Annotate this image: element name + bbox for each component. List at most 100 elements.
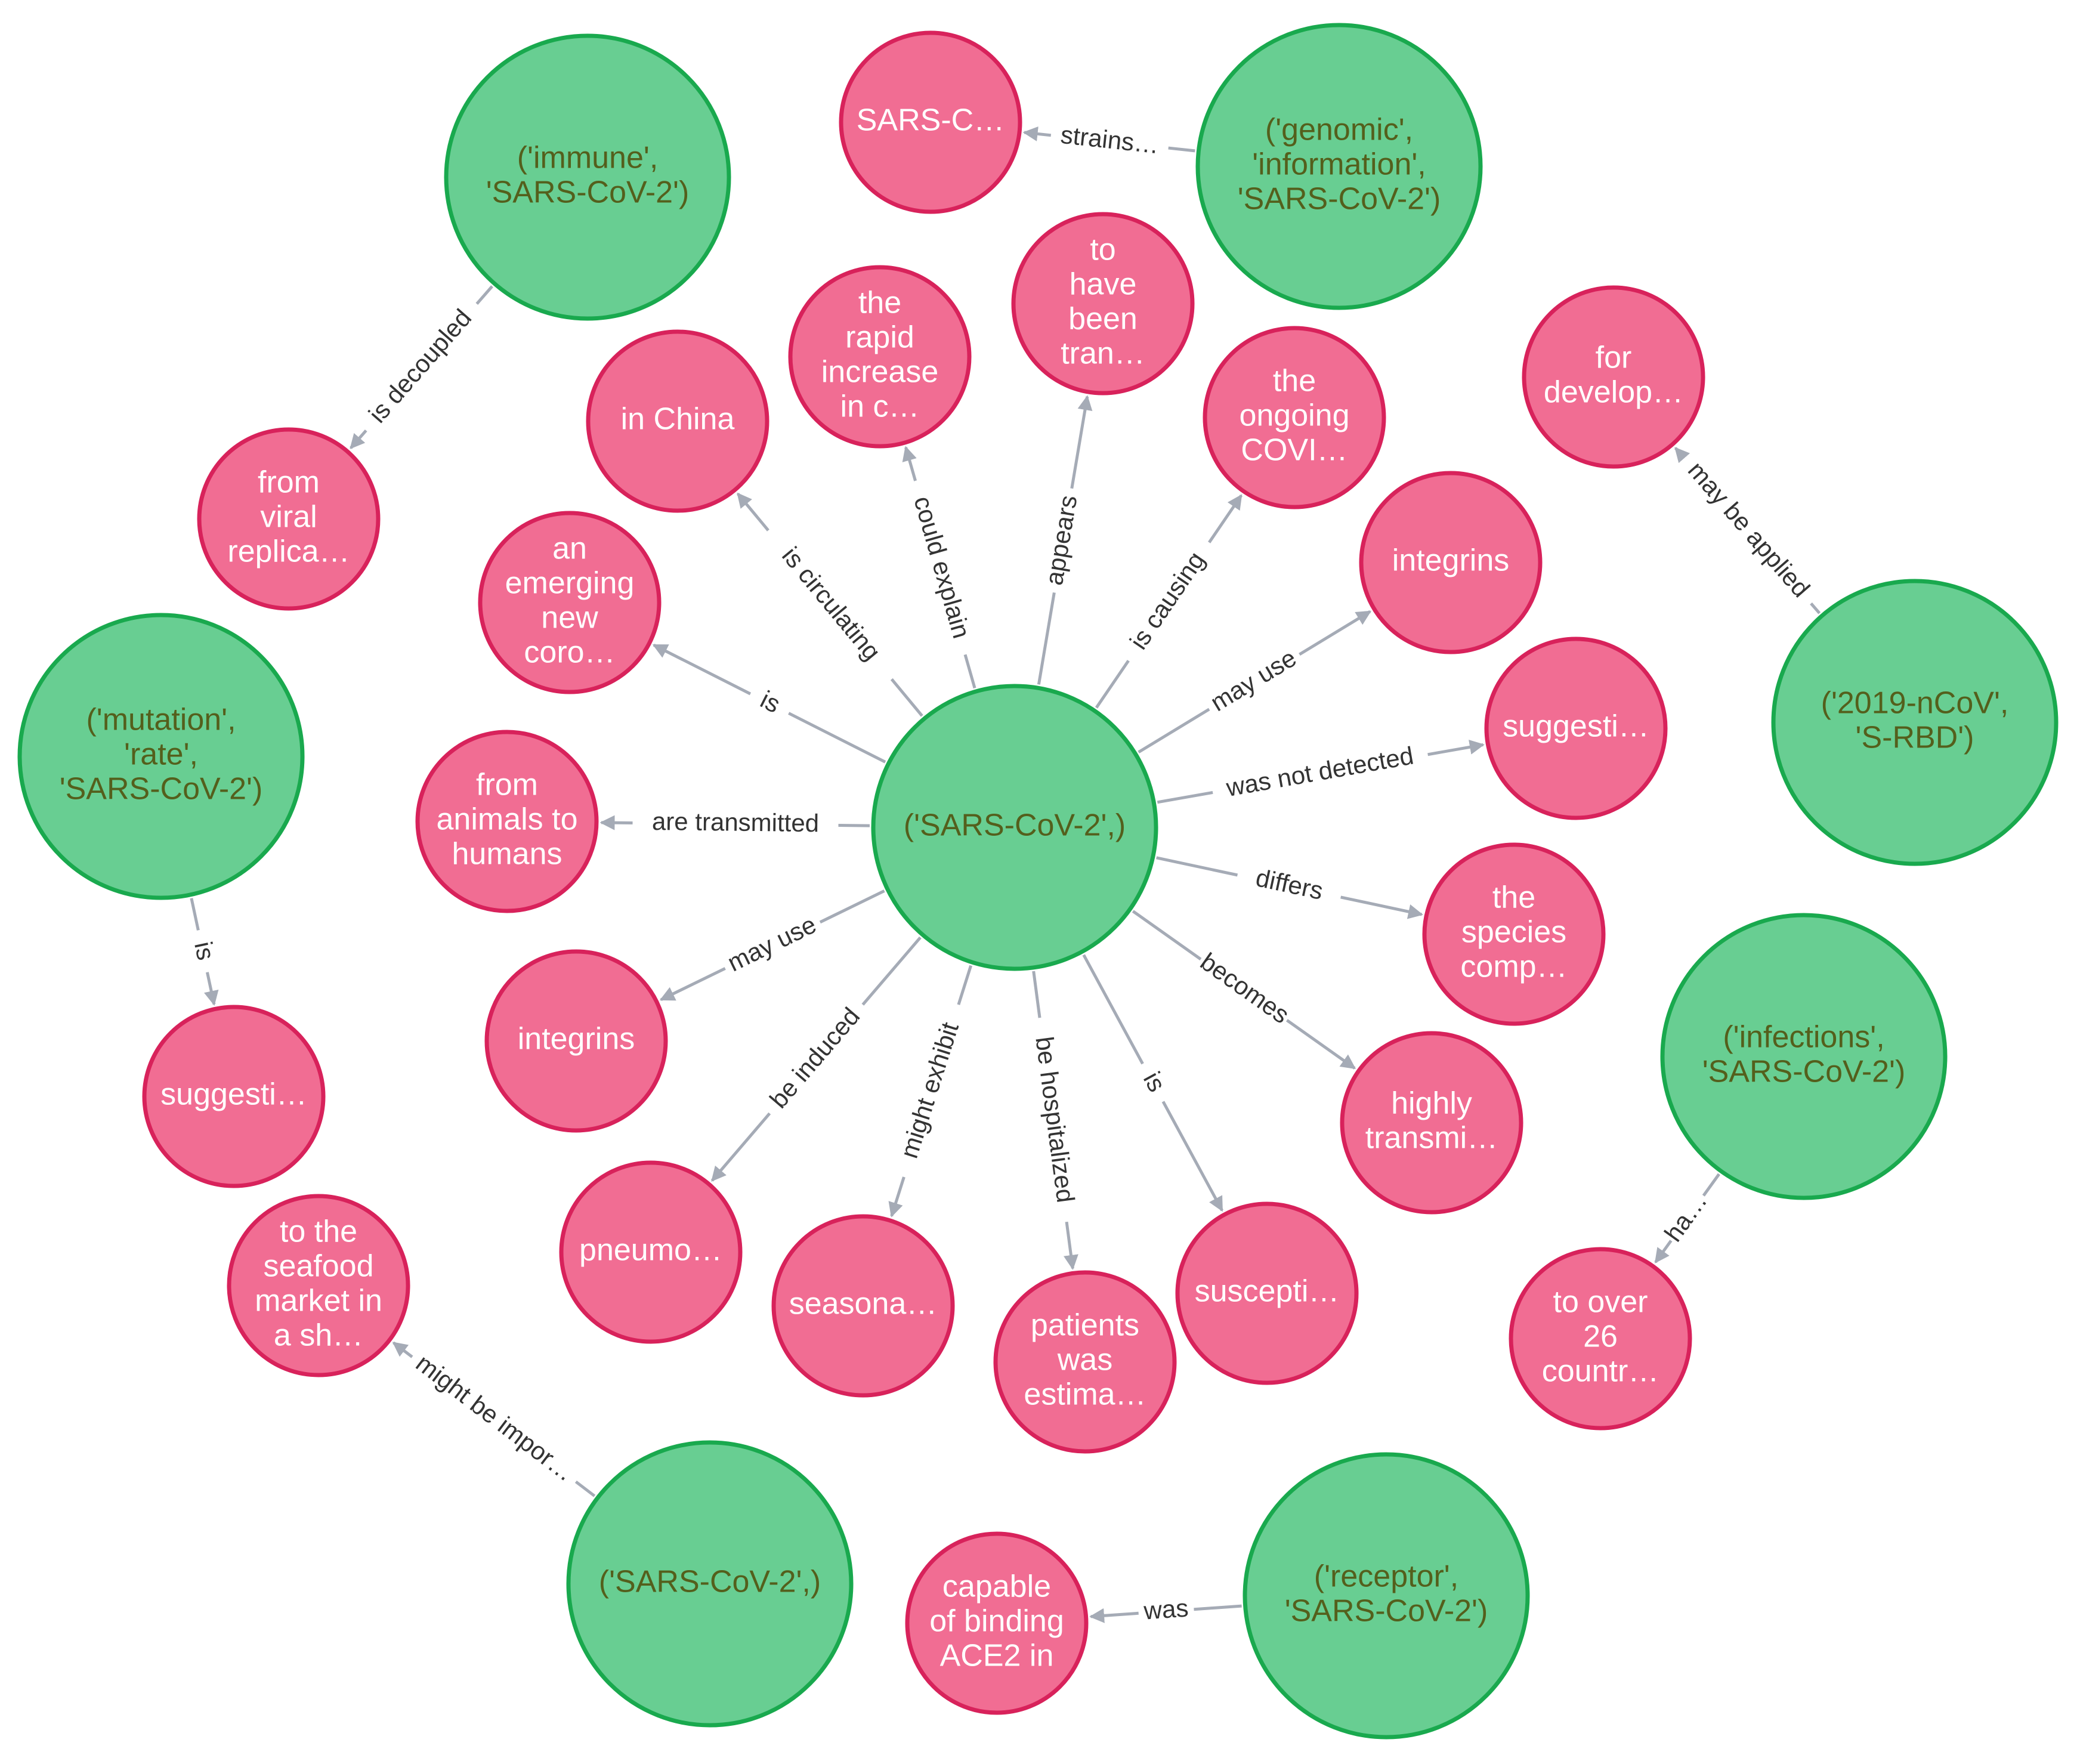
phrase-node-viral[interactable]: fromviralreplica… [197,427,381,611]
node-circle[interactable] [788,265,972,449]
edge-center-to-highly: becomes [1132,910,1356,1070]
phrase-node-seasona[interactable]: seasona… [771,1214,955,1398]
edge-arrow [1070,395,1093,489]
node-label-line: the [1492,881,1535,915]
edge-arrow [1674,447,1690,464]
topic-node-infections[interactable]: ('infections','SARS-CoV-2') [1660,913,1948,1200]
node-circle[interactable] [17,613,305,900]
node-label-line: ongoing [1239,398,1349,433]
node-circle[interactable] [197,427,381,611]
node-circle[interactable] [1509,1247,1692,1431]
node-circle[interactable] [905,1531,1089,1715]
node-circle[interactable] [993,1270,1177,1454]
topic-node-receptor[interactable]: ('receptor','SARS-CoV-2') [1243,1452,1530,1740]
phrase-node-suggest-r[interactable]: suggesti… [1484,637,1668,820]
edge-label: might exhibit [895,1019,964,1161]
topic-node-center[interactable]: ('SARS-CoV-2',) [871,684,1158,971]
edge-line-start [788,712,886,764]
edge-arrow [1427,740,1485,756]
phrase-node-countries[interactable]: to over26countr… [1509,1247,1692,1431]
edge-label: may be applied [1683,456,1816,603]
node-circle[interactable] [142,1005,326,1188]
node-label-line: been [1068,302,1138,336]
node-label-line: countr… [1542,1354,1659,1389]
node-circle[interactable] [839,30,1022,214]
node-circle[interactable] [1011,212,1195,396]
node-label-line: rapid [845,320,914,355]
node-label-line: viral [260,500,317,535]
topic-node-immune[interactable]: ('immune','SARS-CoV-2') [444,33,731,321]
topic-node-sars2[interactable]: ('SARS-CoV-2',) [566,1440,854,1728]
phrase-node-suscepti[interactable]: suscepti… [1175,1201,1359,1385]
phrase-node-suggest-l[interactable]: suggesti… [142,1005,326,1188]
node-circle[interactable] [1359,471,1543,654]
edge-arrow [1161,1101,1223,1212]
node-circle[interactable] [771,1214,955,1398]
phrase-node-havebeen[interactable]: tohavebeentran… [1011,212,1195,396]
node-label-line: emerging [505,566,635,601]
node-circle[interactable] [586,329,769,513]
node-label-line: 'SARS-CoV-2') [1238,182,1441,217]
node-circle[interactable] [566,1440,854,1728]
node-circle[interactable] [484,949,668,1133]
edge-line-start [1157,790,1213,804]
node-label-line: ('infections', [1723,1020,1884,1055]
node-label-line: 'SARS-CoV-2') [60,772,263,807]
edge-receptor-to-ace2: was [1089,1594,1242,1625]
node-label-line: 'information', [1252,147,1426,182]
phrase-node-integrins-l[interactable]: integrins [484,949,668,1133]
edge-arrow [1340,895,1423,919]
edge-center-to-china: is circulating [736,492,923,717]
node-circle[interactable] [227,1194,410,1377]
node-circle[interactable] [1340,1031,1523,1215]
node-circle[interactable] [1660,913,1948,1200]
node-circle[interactable] [1203,326,1386,509]
node-label-line: pneumo… [579,1233,722,1268]
topic-node-n-co-v[interactable]: ('2019-nCoV','S-RBD') [1771,579,2059,866]
phrase-node-pneumo[interactable]: pneumo… [559,1160,743,1344]
node-circle[interactable] [478,511,662,694]
node-label-line: capable [942,1570,1051,1604]
phrase-node-china[interactable]: in China [586,329,769,513]
edge-genomic-to-sarsc: strains… [1022,121,1195,159]
node-label-line: from [476,768,538,802]
node-label-line: seafood [263,1249,373,1284]
node-circle[interactable] [1484,637,1668,820]
node-circle[interactable] [871,684,1158,971]
edge-arrow [902,446,917,481]
phrase-node-emerging[interactable]: anemergingnewcoro… [478,511,662,694]
node-circle[interactable] [1771,579,2059,866]
phrase-node-patients[interactable]: patientswasestima… [993,1270,1177,1454]
phrase-node-species[interactable]: thespeciescomp… [1422,842,1606,1026]
phrase-node-develop[interactable]: fordevelop… [1522,285,1705,469]
phrase-node-sarsc[interactable]: SARS-C… [839,30,1022,214]
node-circle[interactable] [1243,1452,1530,1740]
edge-label: is causing [1124,546,1210,654]
edge-arrow [392,1341,413,1358]
edge-label: could explain [908,493,976,641]
node-circle[interactable] [1195,23,1483,310]
edge-arrow [1299,610,1372,656]
node-label-line: an [552,532,587,566]
node-label-line: to the [280,1215,357,1249]
node-circle[interactable] [1522,285,1705,469]
phrase-node-ongoing[interactable]: theongoingCOVI… [1203,326,1386,509]
node-circle[interactable] [1175,1201,1359,1385]
node-label-line: was [1057,1343,1112,1377]
node-circle[interactable] [415,730,599,913]
edge-label: is [1138,1067,1172,1096]
topic-node-genomic[interactable]: ('genomic','information','SARS-CoV-2') [1195,23,1483,310]
node-circle[interactable] [444,33,731,321]
phrase-node-highly[interactable]: highlytransmi… [1340,1031,1523,1215]
node-circle[interactable] [1422,842,1606,1026]
topic-node-mutation[interactable]: ('mutation','rate','SARS-CoV-2') [17,613,305,900]
edge-arrow [736,492,769,532]
node-circle[interactable] [559,1160,743,1344]
edge-label: be induced [764,1002,865,1114]
edge-center-to-emerging: is [652,644,886,764]
phrase-node-integrins-r[interactable]: integrins [1359,471,1543,654]
